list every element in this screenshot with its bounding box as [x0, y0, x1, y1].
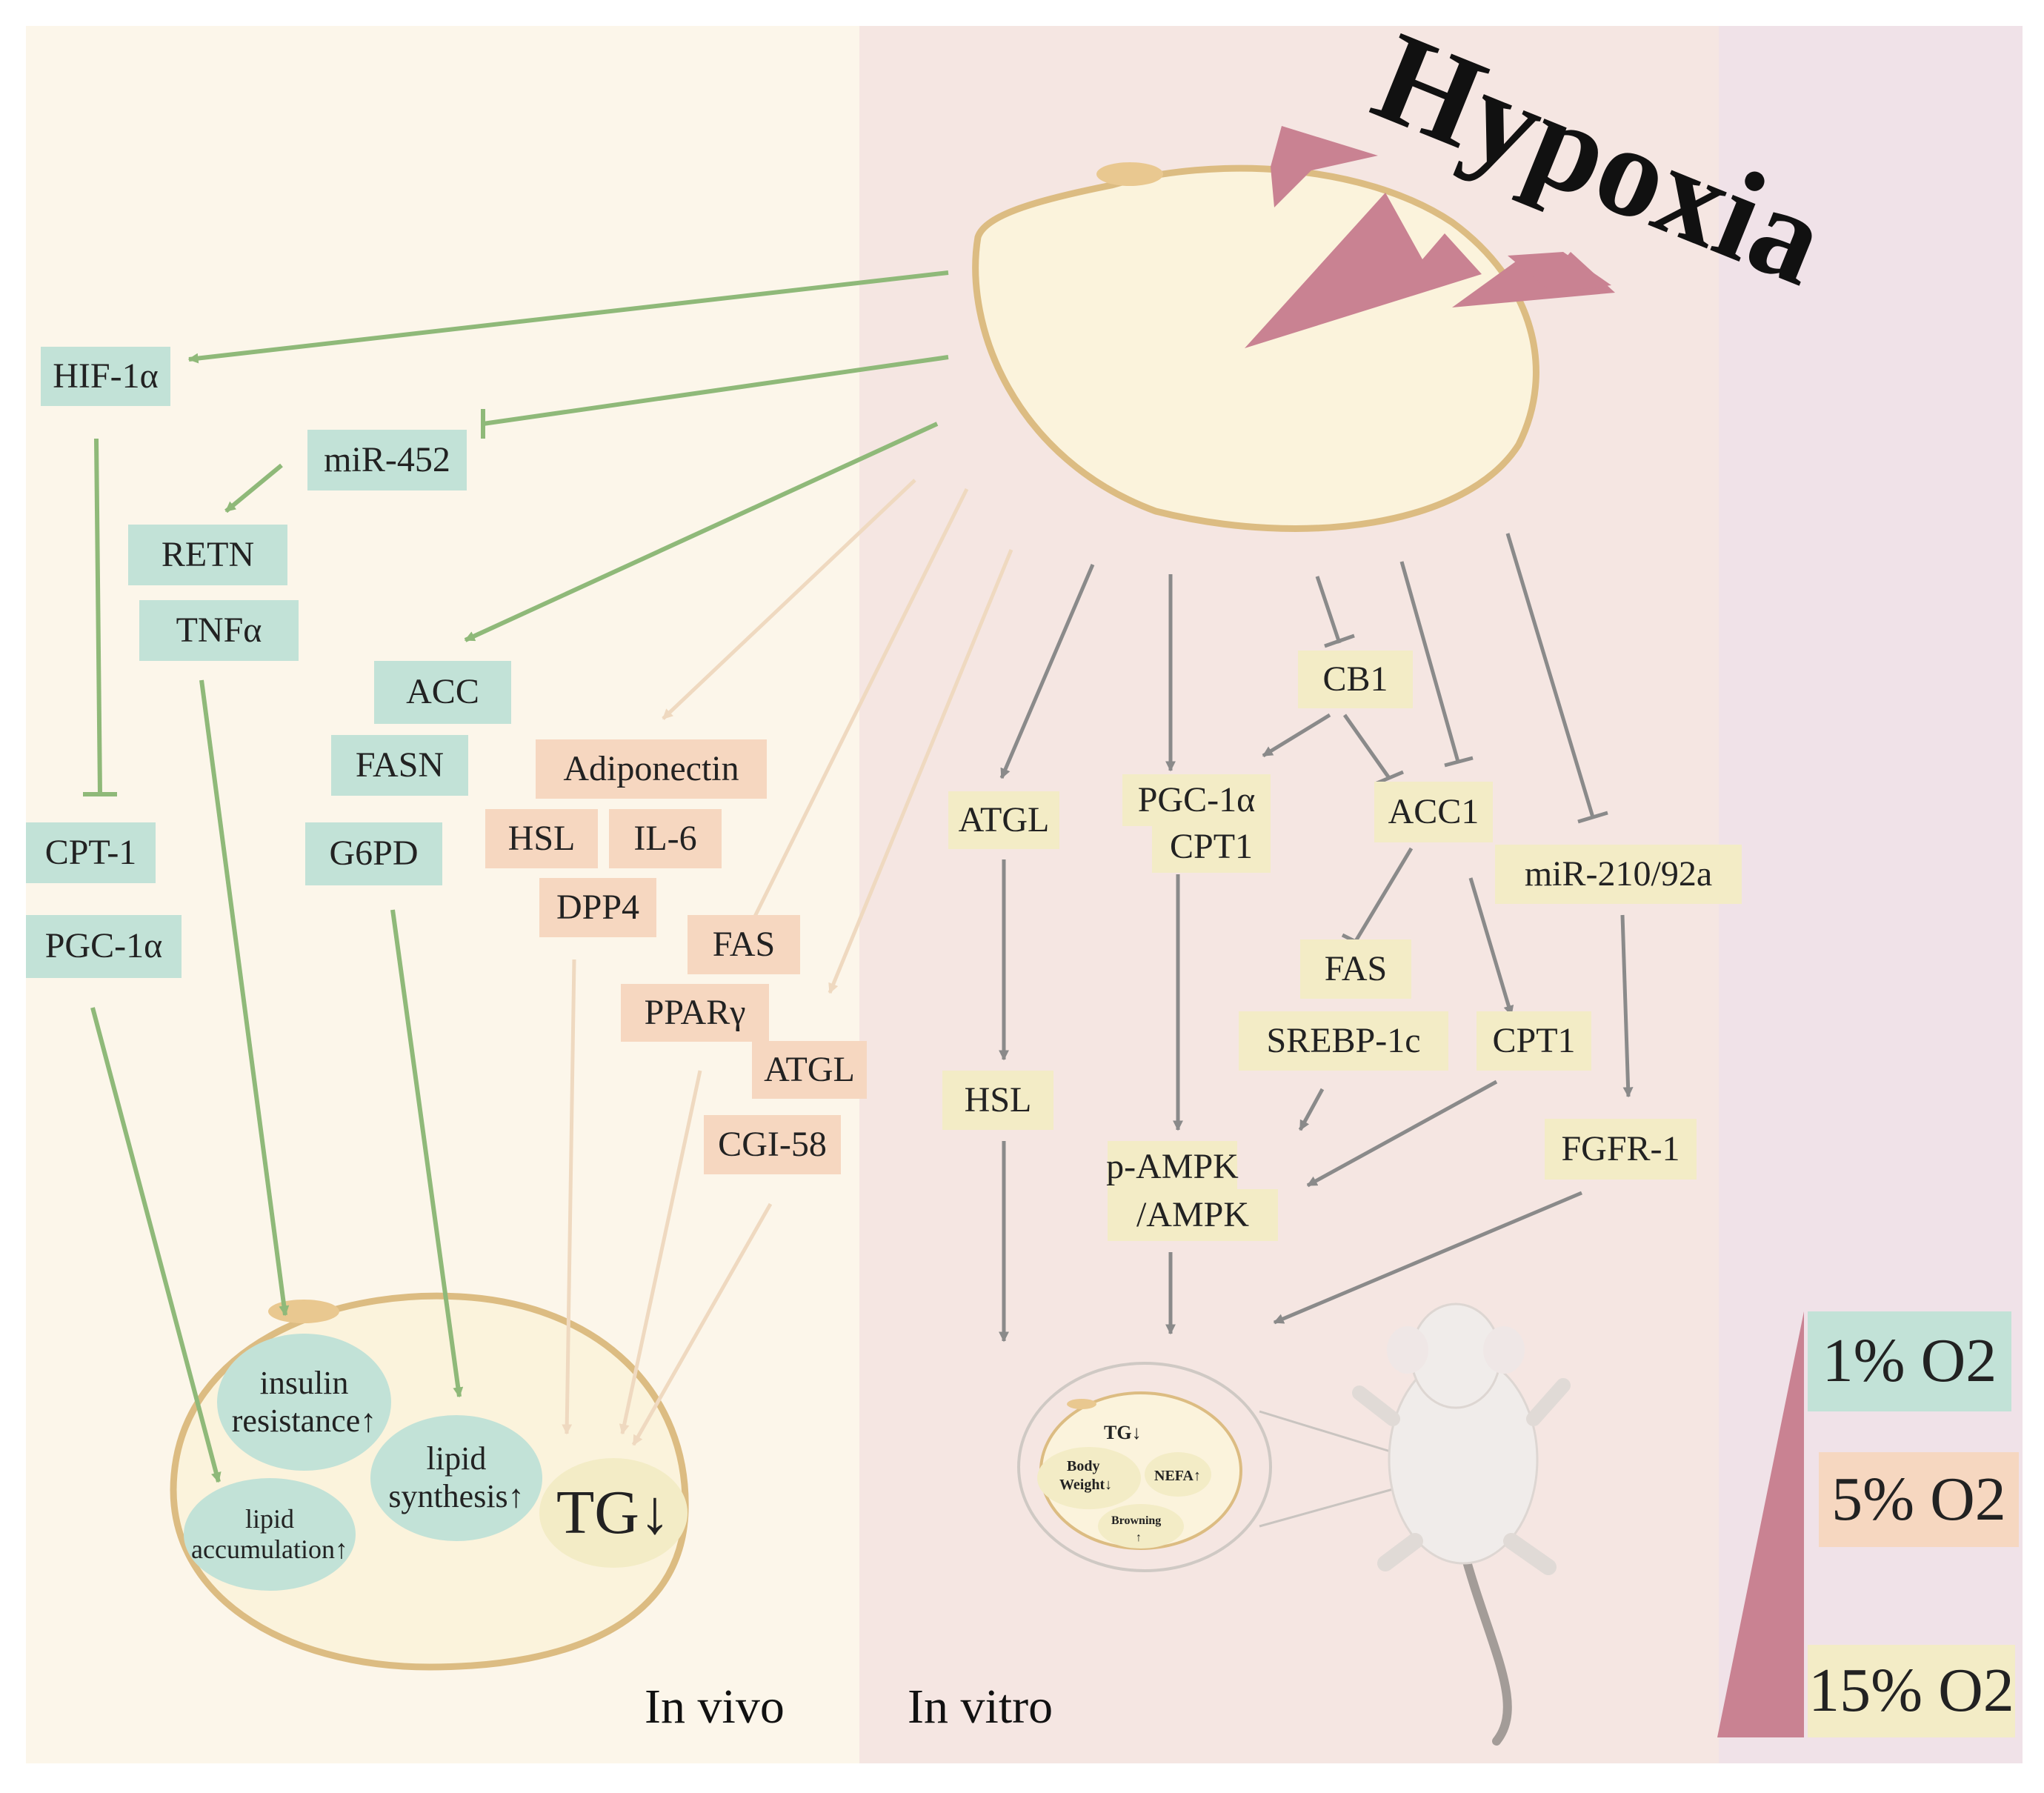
label-fasn: FASN — [331, 735, 468, 796]
label-mir-210-92a: miR-210/92a — [1495, 845, 1742, 904]
tg-text: TG↓ — [556, 1477, 670, 1547]
insulin-text: insulin — [259, 1364, 349, 1401]
label-acc1: ACC1 — [1374, 782, 1493, 842]
label-pgc-1a-vivo: PGC-1α — [26, 915, 182, 978]
label-ppar-gamma: PPARγ — [621, 984, 769, 1042]
mouse-weight-text: Weight↓ — [1059, 1477, 1112, 1493]
in-vivo-label: In vivo — [645, 1680, 785, 1734]
nefa-blob — [1145, 1452, 1211, 1497]
label-atgl-vitro: ATGL — [948, 791, 1059, 849]
label-pgc-1a-vitro: PGC-1α — [1122, 774, 1271, 826]
mouse-tg-text: TG↓ — [1104, 1422, 1142, 1443]
label-acc: ACC — [374, 661, 511, 724]
lipid-synthesis-text-1: lipid — [426, 1440, 487, 1477]
body-weight-blob — [1037, 1447, 1141, 1509]
label-hsl-vitro: HSL — [942, 1071, 1053, 1130]
label-srebp-1c: SREBP-1c — [1239, 1011, 1448, 1071]
label-il-6: IL-6 — [609, 809, 722, 868]
label-hsl-vivo: HSL — [485, 809, 598, 868]
browning-blob — [1098, 1504, 1184, 1548]
zoom-line-top — [1259, 1410, 1394, 1454]
in-vivo-cell-nucleus — [268, 1300, 339, 1323]
label-cpt1-upper: CPT1 — [1152, 821, 1271, 873]
label-p-ampk: p-AMPK — [1106, 1141, 1239, 1193]
mouse-illustration — [1352, 1303, 1571, 1746]
mouse-browning-text: Browning — [1111, 1514, 1161, 1527]
label-cgi-58: CGI-58 — [704, 1115, 841, 1174]
label-atgl-vivo: ATGL — [752, 1041, 867, 1099]
label-cpt-1: CPT-1 — [26, 822, 156, 883]
peach-arrows — [562, 479, 1013, 1446]
hypoxia-arrows — [1245, 126, 1615, 348]
lipid-synthesis-text-2: synthesis↑ — [388, 1478, 525, 1514]
mouse-body-text: Body — [1067, 1458, 1099, 1474]
mouse-nefa-text: NEFA↑ — [1154, 1468, 1201, 1484]
oxygen-gradient-triangle — [1717, 1311, 1804, 1737]
mouse-browning-arrow: ↑ — [1136, 1531, 1142, 1544]
legend-5-percent-o2: 5% O2 — [1819, 1452, 2019, 1547]
label-fgfr-1: FGFR-1 — [1545, 1119, 1697, 1180]
in-vitro-label: In vitro — [908, 1680, 1053, 1734]
resistance-text: resistance↑ — [231, 1402, 377, 1439]
mouse-zoom-nucleus — [1067, 1399, 1096, 1409]
label-cpt1-lower: CPT1 — [1477, 1011, 1591, 1071]
label-cb1: CB1 — [1298, 651, 1413, 708]
tg-blob: TG↓ — [539, 1458, 688, 1568]
label-fas-vitro: FAS — [1300, 939, 1411, 999]
mouse-zoom-outer — [1017, 1362, 1272, 1572]
label-fas-vivo: FAS — [688, 915, 800, 974]
lipid-accumulation-text-1: lipid — [244, 1503, 294, 1534]
zoom-line-bottom — [1259, 1488, 1394, 1528]
legend-1-percent-o2: 1% O2 — [1808, 1311, 2011, 1411]
label-mir-452: miR-452 — [307, 430, 467, 490]
label-g6pd: G6PD — [305, 822, 442, 885]
label-tnfa: TNFα — [139, 600, 299, 661]
legend-15-percent-o2: 15% O2 — [1808, 1645, 2015, 1737]
label-hif-1a: HIF-1α — [41, 347, 170, 406]
label-ampk: /AMPK — [1108, 1189, 1278, 1241]
lipid-accumulation-text-2: accumulation↑ — [191, 1534, 348, 1564]
green-arrows — [83, 270, 949, 1483]
label-dpp4: DPP4 — [539, 878, 656, 937]
label-retn: RETN — [128, 525, 287, 585]
top-cell-nucleus — [1096, 162, 1163, 186]
label-adiponectin: Adiponectin — [536, 739, 767, 799]
